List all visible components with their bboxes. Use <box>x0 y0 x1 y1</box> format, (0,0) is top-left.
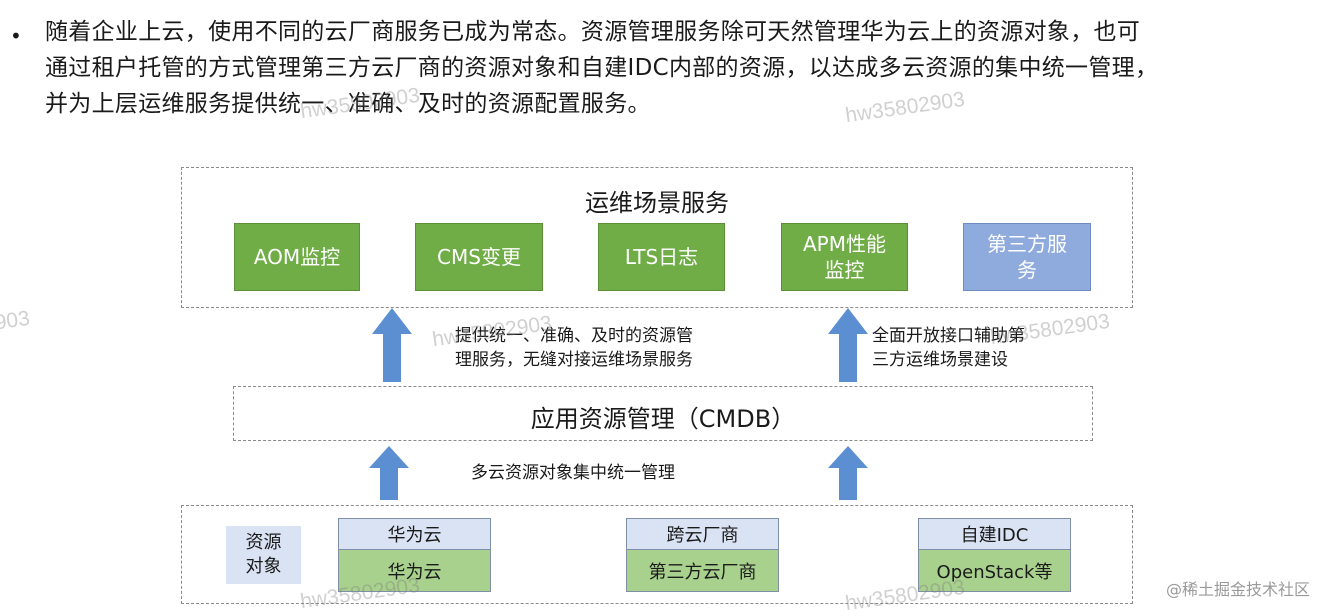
resource-frame <box>181 505 1133 604</box>
arrow-up-left-lower-icon <box>369 446 409 500</box>
ops-scenario-title: 运维场景服务 <box>585 189 729 217</box>
service-cms: CMS变更 <box>415 223 543 291</box>
note-right: 全面开放接口辅助第 三方运维场景建设 <box>872 326 1025 370</box>
source-credit: @稀土掘金技术社区 <box>1165 580 1310 599</box>
service-aom: AOM监控 <box>234 223 360 291</box>
ops-scenario-frame <box>181 167 1133 308</box>
intro-line-3: 并为上层运维服务提供统一、准确、及时的资源配置服务。 <box>45 91 651 117</box>
resource-objects-label: 资源 对象 <box>226 526 301 584</box>
resource-group-huawei-body: 华为云 <box>338 550 491 592</box>
watermark: hw35802903 <box>0 306 32 347</box>
intro-line-1: 随着企业上云，使用不同的云厂商服务已成为常态。资源管理服务除可天然管理华为云上的… <box>45 19 1141 45</box>
bullet-dot: • <box>10 24 22 48</box>
note-left: 提供统一、准确、及时的资源管 理服务，无缝对接运维场景服务 <box>455 326 693 370</box>
service-third-party: 第三方服 务 <box>963 223 1091 291</box>
resource-group-crosscloud-head: 跨云厂商 <box>626 518 779 550</box>
watermark: hw35802903 <box>988 309 1112 350</box>
service-apm: APM性能 监控 <box>781 223 908 291</box>
arrow-up-left-upper-icon <box>372 308 412 382</box>
arrow-up-right-lower-icon <box>828 446 868 500</box>
intro-line-2: 通过租户托管的方式管理第三方云厂商的资源对象和自建IDC内部的资源，以达成多云资… <box>45 55 1159 81</box>
resource-group-idc-head: 自建IDC <box>918 518 1071 550</box>
note-bottom: 多云资源对象集中统一管理 <box>471 463 675 483</box>
resource-group-idc-body: OpenStack等 <box>918 550 1071 592</box>
resource-group-huawei-head: 华为云 <box>338 518 491 550</box>
intro-paragraph: 随着企业上云，使用不同的云厂商服务已成为常态。资源管理服务除可天然管理华为云上的… <box>45 14 1305 122</box>
cmdb-frame <box>233 386 1093 441</box>
cmdb-title: 应用资源管理（CMDB） <box>530 405 796 433</box>
service-lts: LTS日志 <box>598 223 725 291</box>
resource-group-crosscloud-body: 第三方云厂商 <box>626 550 779 592</box>
arrow-up-right-upper-icon <box>828 308 868 382</box>
